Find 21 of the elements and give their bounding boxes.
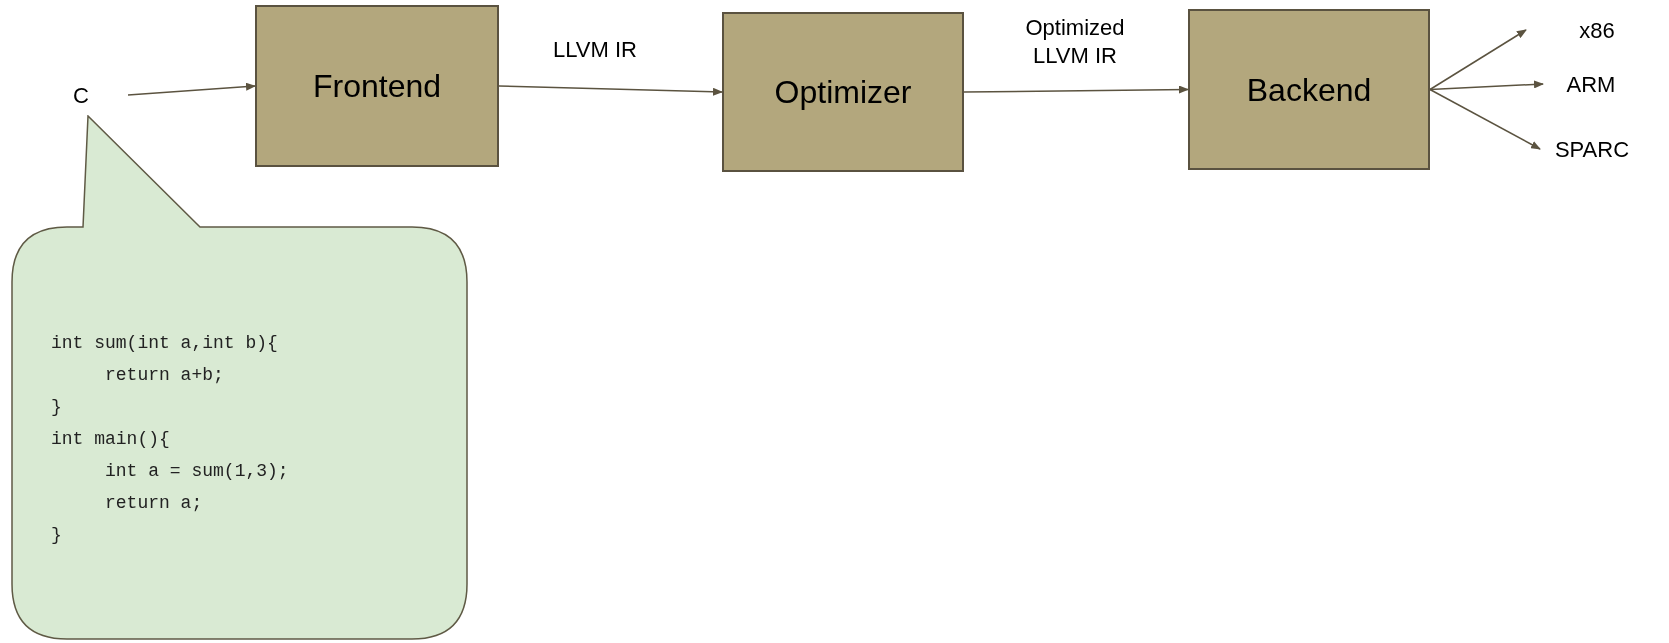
process-box: Frontend bbox=[255, 5, 499, 167]
code-line: int main(){ bbox=[51, 428, 170, 451]
speech-bubble bbox=[11, 115, 469, 640]
arrow bbox=[1429, 80, 1544, 91]
node-label: SPARC bbox=[1552, 133, 1632, 165]
code-line: return a; bbox=[104, 492, 203, 515]
process-box: Optimizer bbox=[722, 12, 964, 172]
process-box: Backend bbox=[1188, 9, 1430, 170]
code-line: int sum(int a,int b){ bbox=[51, 332, 278, 355]
code-line: } bbox=[51, 396, 62, 419]
node-label: ARM bbox=[1565, 68, 1617, 100]
code-line: int a = sum(1,3); bbox=[104, 460, 289, 483]
node-label: x86 bbox=[1572, 14, 1622, 46]
arrow bbox=[1429, 88, 1541, 150]
code-line: return a+b; bbox=[104, 364, 224, 387]
arrow bbox=[498, 85, 723, 96]
node-label: C bbox=[66, 80, 96, 110]
code-line: } bbox=[51, 524, 62, 547]
arrow bbox=[963, 85, 1189, 94]
arrow bbox=[1429, 29, 1527, 91]
arrow bbox=[127, 82, 256, 96]
